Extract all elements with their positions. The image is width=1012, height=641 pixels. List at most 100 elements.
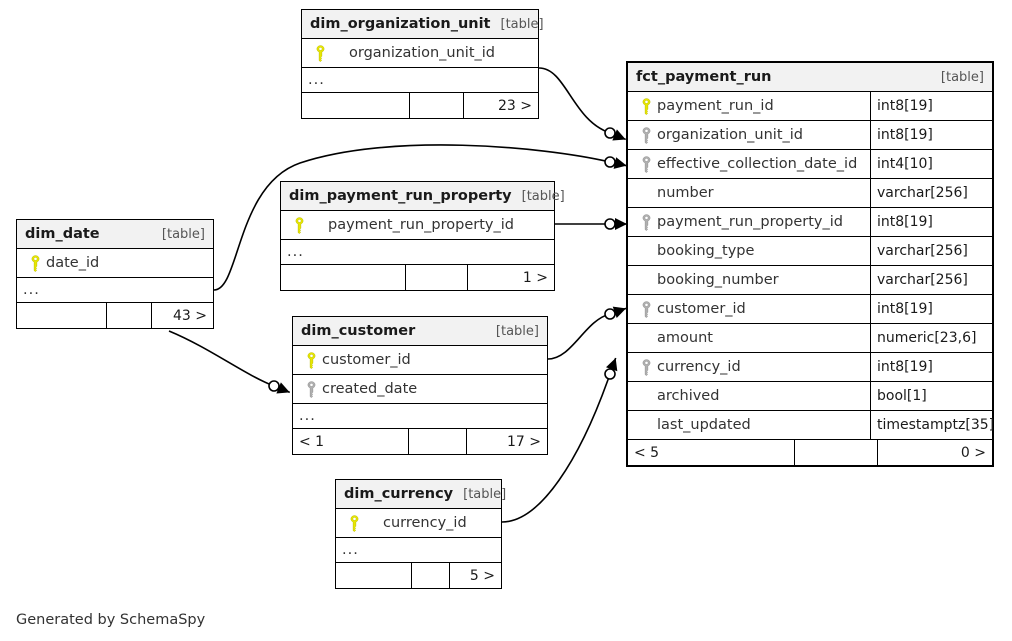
column-name-cell: archived (628, 382, 870, 410)
footer-parent-count[interactable] (302, 93, 410, 118)
relationship-stub (614, 162, 627, 167)
relationship-stub (278, 387, 291, 394)
table-header-dim_customer: dim_customer[table] (293, 317, 547, 346)
footer-parent-count[interactable]: < 1 (293, 429, 409, 454)
relationship-dim_customer-to-customer_id (547, 306, 627, 360)
key-icon-slot (635, 126, 657, 144)
column-label: payment_run_property_id (328, 217, 514, 233)
column-name-cell: currency_id (628, 353, 870, 381)
cardinality-zero-circle (604, 156, 616, 168)
column-type: int8[19] (870, 295, 992, 323)
column-row-currency_id[interactable]: currency_id (336, 509, 501, 538)
relationship-dim_payment_run_property-to-payment_run_property_id (555, 218, 627, 230)
column-label: last_updated (657, 417, 751, 433)
footer-middle-cell (107, 303, 152, 328)
footer-parent-count[interactable] (17, 303, 107, 328)
key-icon-slot (635, 155, 657, 173)
table-name: dim_payment_run_property (289, 188, 512, 204)
table-footer-dim_currency: 5 > (336, 563, 501, 588)
column-type: int8[19] (870, 92, 992, 120)
column-row-payment_run_property_id[interactable]: payment_run_property_id (281, 211, 554, 240)
footer-parent-count[interactable]: < 5 (628, 440, 795, 465)
column-label: archived (657, 388, 720, 404)
footer-child-count[interactable]: 0 > (960, 444, 986, 461)
primary-key-icon (295, 216, 303, 234)
key-icon-slot (300, 380, 322, 398)
footer-child-count[interactable]: 17 > (507, 433, 541, 450)
key-icon-slot (288, 216, 310, 234)
table-header-fct_payment_run: fct_payment_run[table] (628, 63, 992, 92)
table-type-tag: [table] (463, 486, 507, 502)
footer-middle-cell (406, 265, 468, 290)
column-row-date_id[interactable]: date_id (17, 249, 213, 278)
primary-key-icon (642, 97, 650, 115)
table-dim_currency[interactable]: dim_currency[table]currency_id...5 > (335, 479, 506, 589)
table-name: dim_date (25, 226, 100, 242)
column-type: int8[19] (870, 353, 992, 381)
column-label: currency_id (383, 515, 467, 531)
table-dim_payment_run_property[interactable]: dim_payment_run_property[table] payment_r… (280, 181, 565, 291)
table-name: dim_organization_unit (310, 16, 491, 32)
table-dim_date[interactable]: dim_date[table]date_id... 43 > (16, 219, 214, 329)
relationship-line (168, 330, 275, 387)
footer-middle-cell (410, 93, 464, 118)
footer-parent-count[interactable] (281, 265, 406, 290)
table-footer-dim_payment_run_property: 1 > (281, 265, 554, 290)
column-label: payment_run_property_id (657, 214, 843, 230)
key-icon-slot (635, 358, 657, 376)
column-type: int4[10] (870, 150, 992, 178)
table-dim_customer[interactable]: dim_customer[table] customer_id created_da… (292, 316, 548, 455)
more-columns-ellipsis: ... (17, 278, 213, 303)
foreign-key-icon (642, 300, 650, 318)
key-icon-slot (635, 213, 657, 231)
cardinality-zero-circle (604, 218, 616, 230)
column-label: organization_unit_id (349, 45, 495, 61)
footer-child-count[interactable]: 5 > (469, 567, 495, 584)
column-row-created_date[interactable]: created_date (293, 375, 547, 404)
column-name-cell: organization_unit_id (628, 121, 870, 149)
more-columns-ellipsis: ... (281, 240, 554, 265)
column-row-organization_unit_id[interactable]: organization_unit_id (302, 39, 538, 68)
column-name-cell: currency_id (336, 509, 501, 537)
column-name-cell: payment_run_property_id (281, 211, 554, 239)
table-footer-dim_date: 43 > (17, 303, 213, 328)
table-name: dim_customer (301, 323, 416, 339)
column-type: varchar[256] (870, 237, 992, 265)
column-name-cell: customer_id (628, 295, 870, 323)
table-header-dim_date: dim_date[table] (17, 220, 213, 249)
cardinality-zero-circle (604, 368, 616, 380)
column-label: organization_unit_id (657, 127, 803, 143)
column-name-cell: date_id (17, 249, 213, 277)
column-name-cell: payment_run_id (628, 92, 870, 120)
column-row-customer_id[interactable]: customer_id (293, 346, 547, 375)
footer-child-count[interactable]: 43 > (173, 307, 207, 324)
foreign-key-icon (642, 155, 650, 173)
key-icon-slot (24, 254, 46, 272)
table-name: fct_payment_run (636, 69, 772, 85)
footer-child-count[interactable]: 23 > (498, 97, 532, 114)
column-name-cell: payment_run_property_id (628, 208, 870, 236)
footer-child-count[interactable]: 1 > (522, 269, 548, 286)
footer-middle-cell (409, 429, 467, 454)
column-label: customer_id (322, 352, 411, 368)
table-header-dim_payment_run_property: dim_payment_run_property[table] (281, 182, 565, 211)
footer-middle-cell (795, 440, 878, 465)
table-name: dim_currency (344, 486, 454, 502)
footer-parent-count[interactable] (336, 563, 412, 588)
table-dim_organization_unit[interactable]: dim_organization_unit[table]organization… (301, 9, 544, 119)
generated-by-footnote: Generated by SchemaSpy (16, 612, 206, 628)
